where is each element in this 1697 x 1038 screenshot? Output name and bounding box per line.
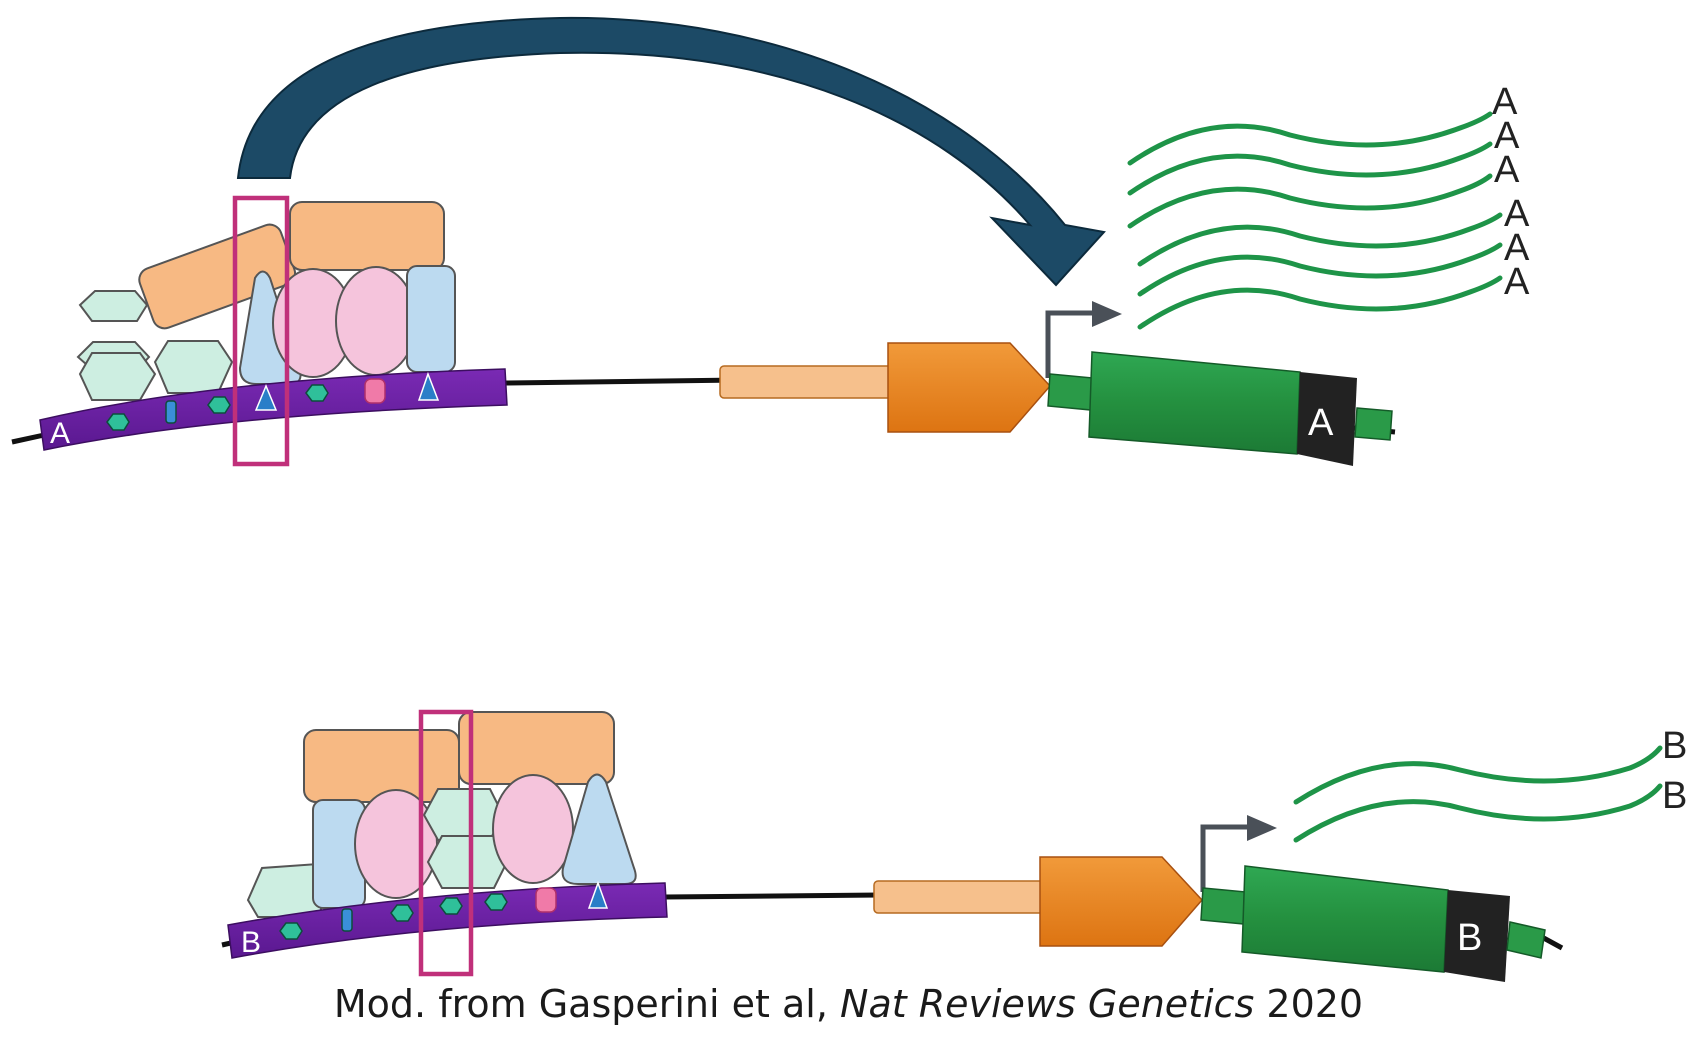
motif-hexagon <box>390 904 414 922</box>
tss-arrowhead-b <box>1247 815 1277 841</box>
gene-b-label: B <box>1457 917 1482 959</box>
enhancer-a-label: A <box>50 417 70 450</box>
motif-triangle <box>417 371 440 401</box>
enhancer-b-label: B <box>241 926 261 959</box>
transcript-wave <box>1127 173 1493 229</box>
tf-hexagon <box>78 352 157 401</box>
transcript-wave <box>1137 275 1503 330</box>
motif-hexagon <box>106 413 130 431</box>
tf-hexagon <box>153 340 234 394</box>
transcript-label: B <box>1662 725 1687 767</box>
gene-body-b <box>1241 865 1449 973</box>
caption-journal: Nat Reviews Genetics <box>840 982 1255 1026</box>
gene-connector-a <box>1047 373 1094 411</box>
promoter-light-segment-b <box>873 880 1047 914</box>
transcript-label: A <box>1494 115 1520 157</box>
tf-hexagon <box>422 788 505 841</box>
tf-orange-block <box>289 201 445 271</box>
gene-tail-b <box>1506 921 1546 959</box>
transcript-wave <box>1127 141 1493 196</box>
motif-hexagon <box>484 893 508 911</box>
enhancer-a-motifs <box>106 371 440 431</box>
gene-a-label: A <box>1308 402 1334 444</box>
tf-orange-block <box>458 711 615 785</box>
motif-rounded <box>535 887 557 913</box>
enhancer-b <box>227 882 668 959</box>
motif-rectangle <box>341 908 353 932</box>
motif-triangle <box>587 880 609 909</box>
motif-hexagon <box>279 922 303 940</box>
enhancer-promoter-arrow <box>236 16 1106 287</box>
transcript-wave <box>1293 783 1663 843</box>
highlight-box-b <box>418 709 474 977</box>
tss-arrow-b <box>1200 824 1255 892</box>
tf-blue-block <box>406 265 456 373</box>
transcript-wave <box>1137 212 1503 267</box>
gene-body-a <box>1088 351 1301 455</box>
transcript-wave <box>1293 745 1663 805</box>
promoter-arrow-b <box>1039 856 1204 947</box>
motif-hexagon <box>439 897 463 915</box>
motif-hexagon <box>305 384 329 402</box>
transcript-wave <box>1127 111 1493 166</box>
highlight-box-a <box>232 195 290 467</box>
transcript-wave <box>1137 242 1503 297</box>
tf-pink-oval <box>335 266 417 376</box>
tf-hexagon <box>78 290 149 322</box>
caption-year: 2020 <box>1254 982 1364 1026</box>
transcript-label: B <box>1662 775 1687 817</box>
gene-tail-a <box>1354 407 1393 441</box>
tf-pink-oval <box>492 774 574 884</box>
motif-rounded <box>364 378 386 404</box>
gene-cap-b <box>1444 890 1510 982</box>
figure-caption: Mod. from Gasperini et al, Nat Reviews G… <box>0 982 1697 1026</box>
transcripts-a <box>1127 111 1503 330</box>
transcript-label: A <box>1504 227 1530 269</box>
transcripts-b <box>1293 745 1663 843</box>
transcript-label: A <box>1504 193 1530 235</box>
transcript-labels-a: A A A A A A <box>1492 81 1530 303</box>
gene-cap-a <box>1297 372 1357 466</box>
transcript-label: A <box>1492 81 1518 123</box>
promoter-arrow-a <box>887 342 1052 433</box>
transcript-label: A <box>1494 149 1520 191</box>
tss-arrowhead-a <box>1092 301 1122 327</box>
caption-prefix: Mod. from Gasperini et al, <box>333 982 841 1026</box>
tf-cluster-a <box>76 201 456 401</box>
motif-rectangle <box>165 400 177 424</box>
transcript-label: A <box>1504 261 1530 303</box>
panel-a: A A A A A A A A <box>11 16 1530 467</box>
transcript-labels-b: B B <box>1662 725 1687 817</box>
tf-pink-oval <box>354 789 438 899</box>
promoter-light-segment-a <box>719 365 893 399</box>
gene-connector-b <box>1200 887 1247 925</box>
enhancer-b-motifs <box>279 880 609 940</box>
tss-arrow-a <box>1045 310 1100 378</box>
panel-b: B B B B <box>221 709 1687 982</box>
tf-triangle <box>561 773 637 885</box>
motif-hexagon <box>207 396 231 414</box>
motif-triangle <box>254 384 278 411</box>
